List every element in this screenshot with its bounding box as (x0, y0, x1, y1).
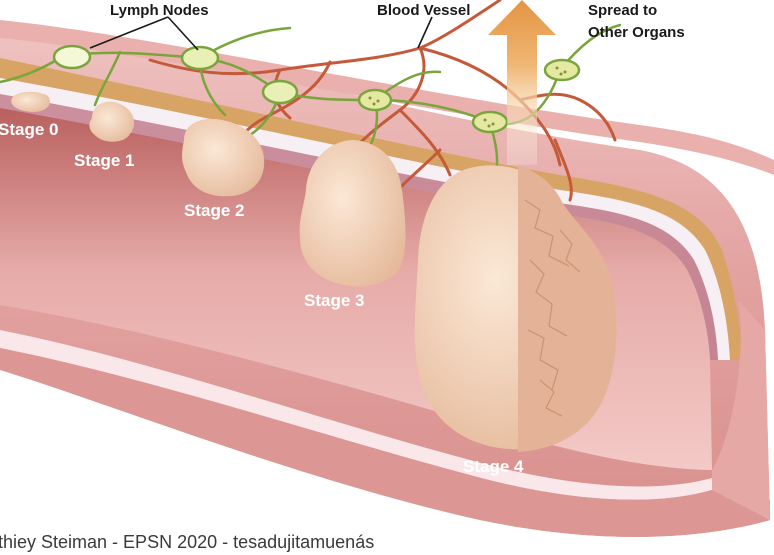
lymph-node (357, 88, 393, 112)
lymph-node (543, 58, 581, 82)
image-credit-caption: thiey Steiman - EPSN 2020 - tesadujitamu… (0, 532, 375, 552)
label-lymph-nodes: Lymph Nodes (110, 2, 209, 19)
label-stage-2: Stage 2 (184, 201, 244, 220)
tumor-stage-2 (182, 118, 265, 197)
tumor-stage-0 (11, 91, 51, 112)
tumor-stage-3 (299, 140, 406, 287)
label-spread-line-1: Spread to (588, 2, 657, 19)
tumor-stage-1 (89, 101, 135, 142)
tumors (11, 91, 617, 452)
spread-arrow (488, 0, 556, 165)
label-stage-0: Stage 0 (0, 120, 58, 139)
label-pointers (89, 16, 433, 51)
submucosa-layer (0, 78, 730, 360)
label-stage-3: Stage 3 (304, 291, 364, 310)
lymph-node (52, 44, 92, 70)
lymph-node (180, 45, 220, 71)
label-blood-vessel: Blood Vessel (377, 2, 470, 19)
label-spread-line-2: Other Organs (588, 24, 685, 41)
muscle-layer (0, 58, 742, 360)
lymph-node (471, 110, 509, 134)
lymph-node (261, 79, 299, 105)
lymph-nodes (52, 44, 581, 134)
label-stage-1: Stage 1 (74, 151, 134, 170)
label-stage-4: Stage 4 (463, 457, 524, 476)
